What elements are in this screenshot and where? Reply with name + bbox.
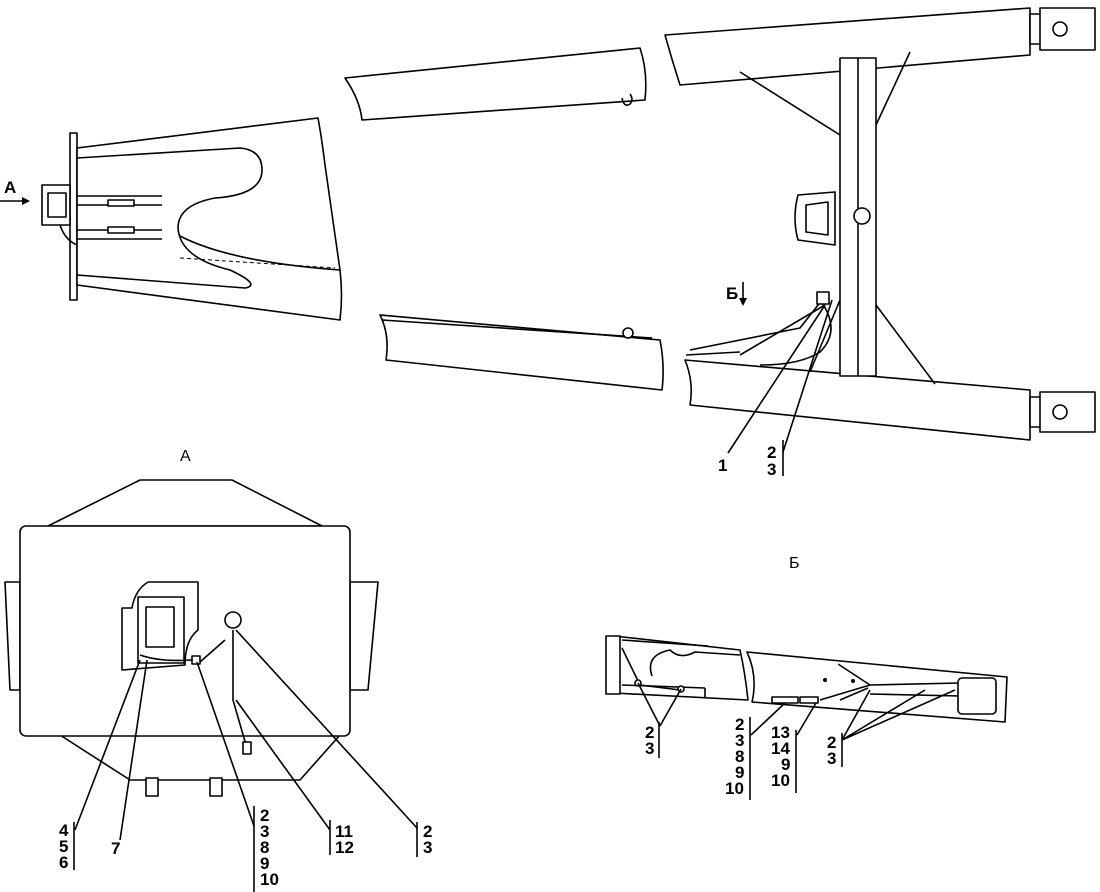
callout-number: 4 (59, 821, 69, 840)
callout-number: 3 (645, 739, 654, 758)
callout-number: 13 (771, 723, 790, 742)
callout-number: 8 (735, 747, 744, 766)
callout-number: 8 (260, 838, 269, 857)
hook (621, 93, 633, 106)
callout-number: 6 (59, 853, 68, 872)
callout-number: 14 (771, 739, 790, 758)
frame-beam-bottom-middle (379, 314, 664, 391)
view-b-arrow: Б (726, 282, 747, 306)
view-b-callout-13-14-9-10: 13 14 9 10 (771, 723, 797, 793)
view-b: Б 2 3 2 3 8 9 10 13 (605, 555, 1008, 800)
callout-number: 2 (423, 822, 432, 841)
callout-number: 10 (260, 870, 279, 889)
front-frame-section (41, 117, 343, 321)
view-a-title: А (180, 448, 191, 465)
view-a-callout-2-3: 2 3 (416, 822, 432, 857)
callout-number: 9 (781, 755, 790, 774)
callout-number: 2 (827, 733, 836, 752)
view-a-arrow-label: А (4, 178, 16, 197)
view-a-callout-7: 7 (111, 839, 120, 858)
callout-3: 3 (767, 460, 776, 479)
view-a-arrow: А (0, 178, 30, 205)
callout-number: 2 (645, 723, 654, 742)
callout-number: 12 (335, 838, 354, 857)
callout-number: 3 (735, 731, 744, 750)
frame-beam-top-middle (344, 47, 647, 121)
callout-1: 1 (718, 456, 727, 475)
callout-number: 9 (735, 763, 744, 782)
top-view: А (0, 7, 1096, 479)
view-b-callout-2-3-left: 2 3 (645, 722, 660, 758)
callout-number: 10 (771, 771, 790, 790)
callout-number: 9 (260, 854, 269, 873)
callout-number: 3 (423, 838, 432, 857)
callout-number: 10 (725, 779, 744, 798)
rear-frame-section (664, 7, 1096, 441)
callout-number: 3 (260, 822, 269, 841)
view-b-callout-2-3-right: 2 3 (827, 733, 843, 768)
view-a-callout-4-5-6: 4 5 6 (59, 821, 75, 872)
view-a: А 4 5 6 7 2 3 8 9 (4, 448, 432, 892)
callout-number: 5 (59, 837, 68, 856)
callout-number: 2 (260, 806, 269, 825)
view-b-callout-2-3-8-9-10: 2 3 8 9 10 (725, 715, 751, 800)
callout-number: 3 (827, 749, 836, 768)
view-a-callout-2-3-8-9-10: 2 3 8 9 10 (253, 806, 279, 892)
callout-number: 2 (735, 715, 744, 734)
callout-number: 11 (335, 822, 353, 841)
view-a-plate (19, 525, 351, 737)
view-a-callout-11-12: 11 12 (329, 820, 354, 857)
view-b-arrow-label: Б (726, 284, 738, 303)
callout-2: 2 (767, 443, 776, 462)
view-b-title: Б (789, 555, 800, 572)
